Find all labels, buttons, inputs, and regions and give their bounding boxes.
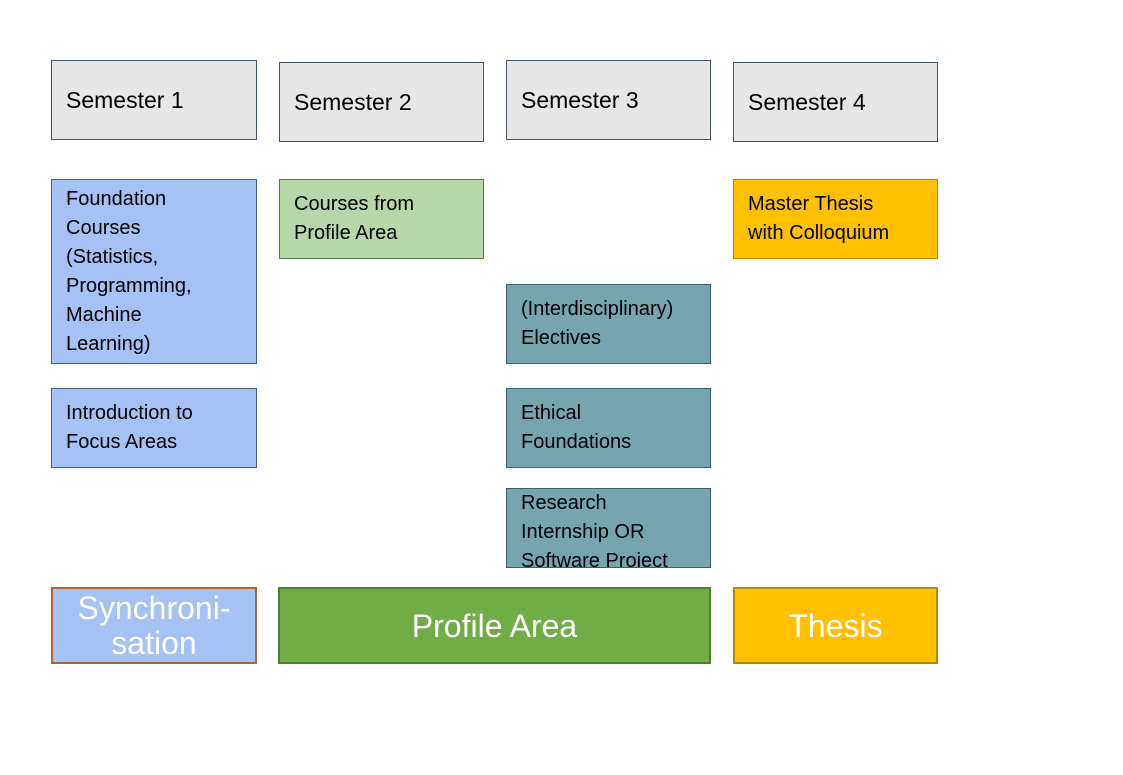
- semester-4-label: Semester 4: [748, 89, 866, 115]
- semester-2-label: Semester 2: [294, 89, 412, 115]
- profile-area-bar: Profile Area: [278, 587, 711, 664]
- semester-2-header: Semester 2: [279, 62, 484, 142]
- semester-3-label: Semester 3: [521, 87, 639, 113]
- ethical-foundations-module: Ethical Foundations: [506, 388, 711, 468]
- semester-4-header: Semester 4: [733, 62, 938, 142]
- foundation-courses-module: Foundation Courses (Statistics, Programm…: [51, 179, 257, 364]
- semester-1-header: Semester 1: [51, 60, 257, 140]
- semester-1-label: Semester 1: [66, 87, 184, 113]
- semester-3-header: Semester 3: [506, 60, 711, 140]
- master-thesis-module: Master Thesis with Colloquium: [733, 179, 938, 259]
- electives-module: (Interdisciplinary) Electives: [506, 284, 711, 364]
- thesis-area-bar: Thesis: [733, 587, 938, 664]
- profile-area-courses-module: Courses from Profile Area: [279, 179, 484, 259]
- research-internship-module: Research Internship OR Software Project: [506, 488, 711, 568]
- intro-focus-areas-module: Introduction to Focus Areas: [51, 388, 257, 468]
- synchronisation-area-bar: Synchroni- sation: [51, 587, 257, 664]
